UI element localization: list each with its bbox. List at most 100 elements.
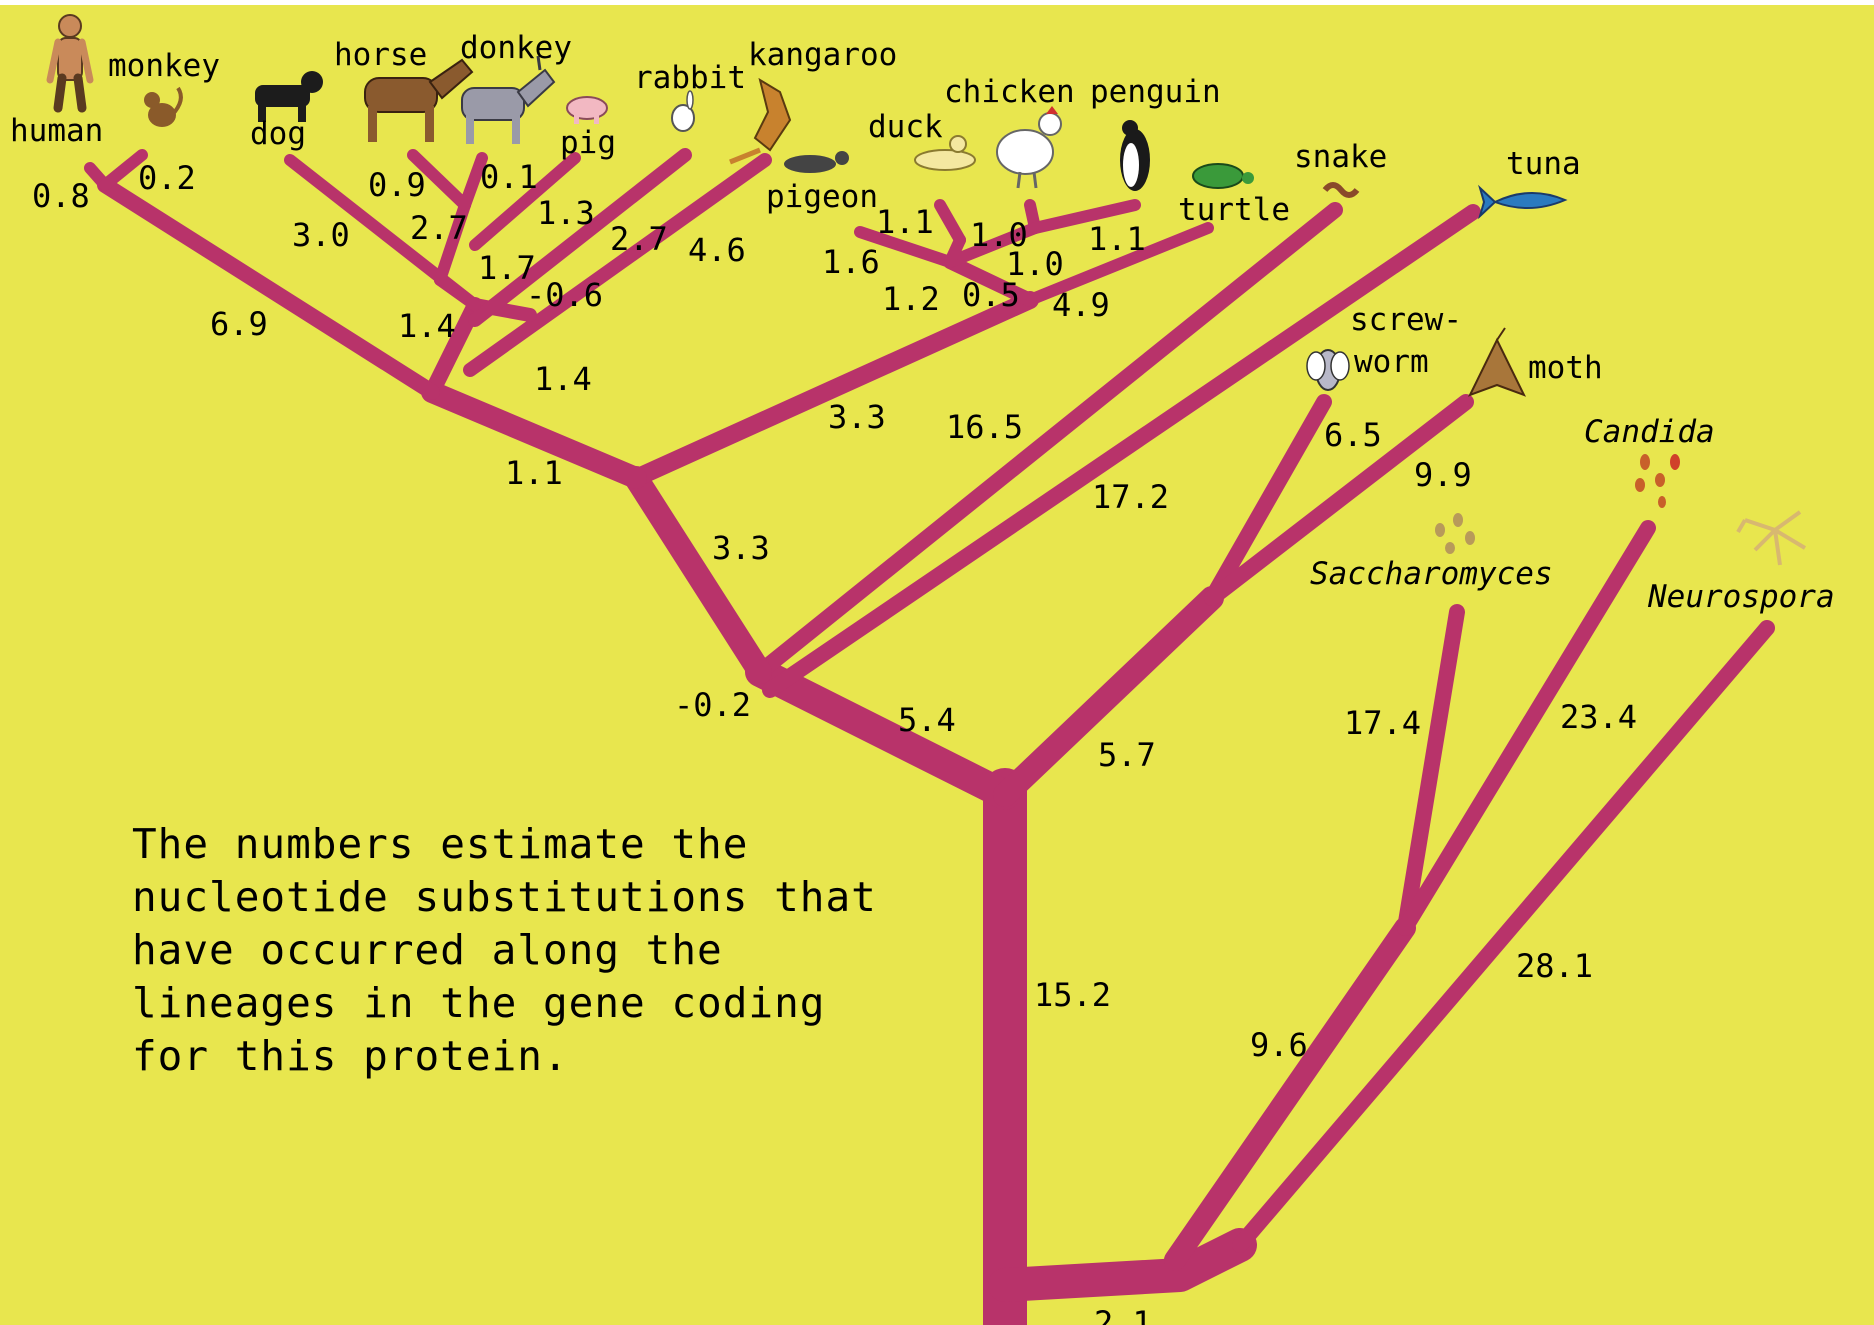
- label-saccharomyces: Saccharomyces: [1310, 556, 1553, 592]
- donkey-icon: [461, 55, 556, 144]
- length-turtle: 4.9: [1052, 286, 1110, 324]
- label-dog: dog: [250, 116, 306, 152]
- branch-insects: [993, 586, 1224, 807]
- length-human: 0.8: [32, 177, 90, 215]
- branch-fungi: [988, 1228, 1257, 1302]
- label-tuna: tuna: [1506, 146, 1581, 182]
- branch-galliform: [944, 222, 1041, 268]
- branch-turtle: [1024, 222, 1214, 306]
- snake-icon: [1322, 182, 1360, 198]
- branch-screwworm: [1204, 394, 1332, 606]
- label-screwworm-line1: screw-: [1350, 302, 1462, 338]
- length-ung-rabbit: -0.6: [526, 276, 603, 314]
- length-kangaroo: 4.6: [688, 231, 746, 269]
- tree-branches: [84, 148, 1775, 1325]
- length-placental: 1.4: [534, 360, 592, 398]
- label-kangaroo: kangaroo: [748, 37, 897, 73]
- branch-mammals: [421, 381, 647, 489]
- branch-birds: [943, 255, 1037, 307]
- moth-icon: [1467, 327, 1527, 397]
- length-insects: 5.7: [1098, 736, 1156, 774]
- branch-monkey: [99, 149, 148, 191]
- branch-yeasts: [1164, 917, 1416, 1271]
- label-rabbit: rabbit: [634, 60, 746, 96]
- length-birds: 1.2: [882, 280, 940, 318]
- label-donkey: donkey: [460, 30, 572, 66]
- length-horse-donkey: 2.7: [410, 209, 468, 247]
- branch-horse-donkey: [434, 199, 471, 286]
- label-chicken: chicken: [944, 74, 1075, 110]
- top-border: [0, 0, 1874, 5]
- length-sauropsids: 3.3: [828, 398, 886, 436]
- length-horse: 0.9: [368, 166, 426, 204]
- length-mammals: 1.1: [505, 454, 563, 492]
- label-screwworm-line2: worm: [1354, 344, 1429, 380]
- tuna-icon: [1478, 184, 1568, 220]
- monkey-icon: [144, 86, 183, 127]
- length-vertebrates: -0.2: [674, 686, 751, 724]
- caption-line: have occurred along the: [132, 926, 723, 974]
- label-neurospora: Neurospora: [1647, 579, 1835, 615]
- length-neurospora: 28.1: [1516, 947, 1593, 985]
- branch-ungulates: [434, 274, 481, 311]
- label-pig: pig: [560, 125, 616, 161]
- saccharomyces-icon: [1435, 513, 1475, 554]
- length-yeasts: 9.6: [1250, 1026, 1308, 1064]
- branch-amniotes: [624, 466, 772, 684]
- branch-tuna: [762, 204, 1481, 698]
- length-animals: 15.2: [1034, 976, 1111, 1014]
- branch-pigeon: [854, 226, 956, 268]
- branch-penguin: [1029, 199, 1141, 234]
- length-primates: 6.9: [210, 305, 268, 343]
- length-tuna: 17.2: [1092, 478, 1169, 516]
- branch-donkey: [459, 152, 488, 211]
- label-horse: horse: [334, 37, 427, 73]
- label-monkey: monkey: [108, 48, 220, 84]
- candida-icon: [1635, 454, 1680, 508]
- neurospora-icon: [1736, 510, 1807, 566]
- length-moth: 9.9: [1414, 456, 1472, 494]
- taxon-labels: human monkey dog horse donkey pig rabbit…: [10, 30, 1835, 615]
- branch-vertebrate-stem: [745, 657, 1020, 810]
- length-penguin: 1.1: [1088, 220, 1146, 258]
- label-candida: Candida: [1584, 414, 1715, 450]
- penguin-icon: [1120, 120, 1150, 191]
- length-pigeon: 1.6: [822, 243, 880, 281]
- label-turtle: turtle: [1178, 192, 1290, 228]
- label-moth: moth: [1528, 350, 1603, 386]
- length-snake: 16.5: [946, 408, 1023, 446]
- length-galliform: 0.5: [962, 276, 1020, 314]
- chicken-icon: [996, 106, 1062, 189]
- caption-line: for this protein.: [132, 1032, 569, 1080]
- caption-line: lineages in the gene coding: [132, 979, 826, 1027]
- length-candida: 23.4: [1560, 698, 1637, 736]
- length-saccharomyces: 17.4: [1344, 704, 1421, 742]
- pig-icon: [566, 96, 608, 124]
- branch-placental: [424, 297, 483, 400]
- branch-moth: [1204, 394, 1474, 606]
- turtle-icon: [1192, 163, 1254, 189]
- caption-line: nucleotide substitutions that: [132, 873, 877, 921]
- length-carn-ung: 1.4: [398, 307, 456, 345]
- branch-primates: [97, 177, 440, 400]
- branch-pig: [469, 152, 581, 251]
- caption-line: The numbers estimate the: [132, 820, 749, 868]
- branch-saccharomyces: [1397, 604, 1465, 936]
- length-fungi: 2.1: [1094, 1304, 1152, 1325]
- label-penguin: penguin: [1090, 74, 1221, 110]
- duck-icon: [914, 135, 976, 171]
- length-monkey: 0.2: [138, 159, 196, 197]
- length-dog: 3.0: [292, 216, 350, 254]
- branch-neurospora: [1232, 620, 1775, 1253]
- branch-rabbit: [468, 148, 692, 327]
- horse-icon: [364, 58, 474, 142]
- branch-duck: [934, 199, 966, 246]
- branch-kangaroo: [463, 153, 772, 377]
- label-pigeon: pigeon: [766, 179, 878, 215]
- length-screwworm: 6.5: [1324, 416, 1382, 454]
- caption-text: The numbers estimate the nucleotide subs…: [132, 818, 877, 1083]
- branch-length-labels: 0.8 0.2 6.9 3.0 0.9 0.1 2.7 1.3 1.7 2.7 …: [32, 158, 1637, 1325]
- branch-snake: [752, 202, 1343, 680]
- screwworm-icon: [1306, 349, 1350, 391]
